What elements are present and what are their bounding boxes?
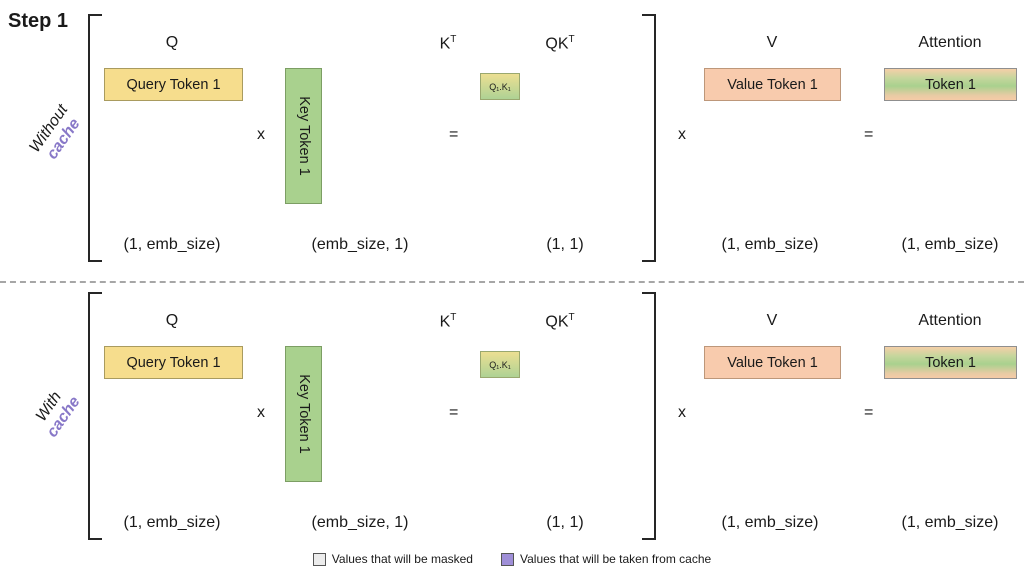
attention-token-box: Token 1 <box>884 68 1017 101</box>
header-k-transpose: KT <box>398 34 498 53</box>
equals-operator: = <box>864 126 874 143</box>
header-q: Q <box>165 312 179 329</box>
matrix-bracket-right <box>642 292 656 540</box>
header-attention: Attention <box>918 312 982 329</box>
header-qk-transpose: QKT <box>505 312 615 331</box>
row-with-cache: With cache Q KT QKT V Attention Query To… <box>0 278 1024 550</box>
qk-product-box: Q₁.K₁ <box>480 351 520 378</box>
dashed-divider <box>0 281 1024 283</box>
value-token-box: Value Token 1 <box>704 68 841 101</box>
key-token-box: Key Token 1 <box>285 346 322 482</box>
row-without-cache: Without cache Q KT QKT V Attention Query… <box>0 0 1024 272</box>
multiply-operator: x <box>678 126 686 143</box>
matrix-bracket-left <box>88 14 102 262</box>
value-token-box: Value Token 1 <box>704 346 841 379</box>
dim-label-q: (1, emb_size) <box>123 236 221 253</box>
query-token-box: Query Token 1 <box>104 346 243 379</box>
header-k-base: K <box>439 313 451 331</box>
legend-item-cache: Values that will be taken from cache <box>500 552 712 566</box>
step-title: Step 1 <box>8 10 69 32</box>
cache-swatch <box>500 552 514 566</box>
header-qk-base: QK <box>545 313 569 331</box>
legend-item-masked: Values that will be masked <box>312 552 473 566</box>
equals-operator: = <box>864 404 874 421</box>
legend-cache-label: Values that will be taken from cache <box>519 552 712 566</box>
header-qk-sup: T <box>568 312 575 323</box>
header-k-sup: T <box>450 34 457 45</box>
dim-label-v: (1, emb_size) <box>721 236 819 253</box>
header-qk-sup: T <box>568 34 575 45</box>
legend: Values that will be masked Values that w… <box>0 552 1024 566</box>
multiply-operator: x <box>257 404 265 421</box>
header-v: V <box>766 312 778 329</box>
attention-token-box: Token 1 <box>884 346 1017 379</box>
multiply-operator: x <box>678 404 686 421</box>
header-qk-transpose: QKT <box>505 34 615 53</box>
header-k-base: K <box>439 35 451 53</box>
key-token-label: Key Token 1 <box>295 374 312 454</box>
dim-label-v: (1, emb_size) <box>721 514 819 531</box>
dim-label-attention: (1, emb_size) <box>901 236 999 253</box>
multiply-operator: x <box>257 126 265 143</box>
dim-label-q: (1, emb_size) <box>123 514 221 531</box>
key-token-box: Key Token 1 <box>285 68 322 204</box>
dim-label-qk: (1, 1) <box>546 236 584 253</box>
dim-label-qk: (1, 1) <box>546 514 584 531</box>
dim-label-k: (emb_size, 1) <box>311 236 409 253</box>
legend-masked-label: Values that will be masked <box>331 552 473 566</box>
key-token-label: Key Token 1 <box>295 96 312 176</box>
header-qk-base: QK <box>545 35 569 53</box>
header-k-sup: T <box>450 312 457 323</box>
equals-operator: = <box>449 404 459 421</box>
matrix-bracket-left <box>88 292 102 540</box>
masked-swatch <box>312 552 326 566</box>
qk-product-box: Q₁.K₁ <box>480 73 520 100</box>
equals-operator: = <box>449 126 459 143</box>
query-token-box: Query Token 1 <box>104 68 243 101</box>
header-q: Q <box>165 34 179 51</box>
header-attention: Attention <box>918 34 982 51</box>
matrix-bracket-right <box>642 14 656 262</box>
header-k-transpose: KT <box>398 312 498 331</box>
header-v: V <box>766 34 778 51</box>
dim-label-k: (emb_size, 1) <box>311 514 409 531</box>
dim-label-attention: (1, emb_size) <box>901 514 999 531</box>
